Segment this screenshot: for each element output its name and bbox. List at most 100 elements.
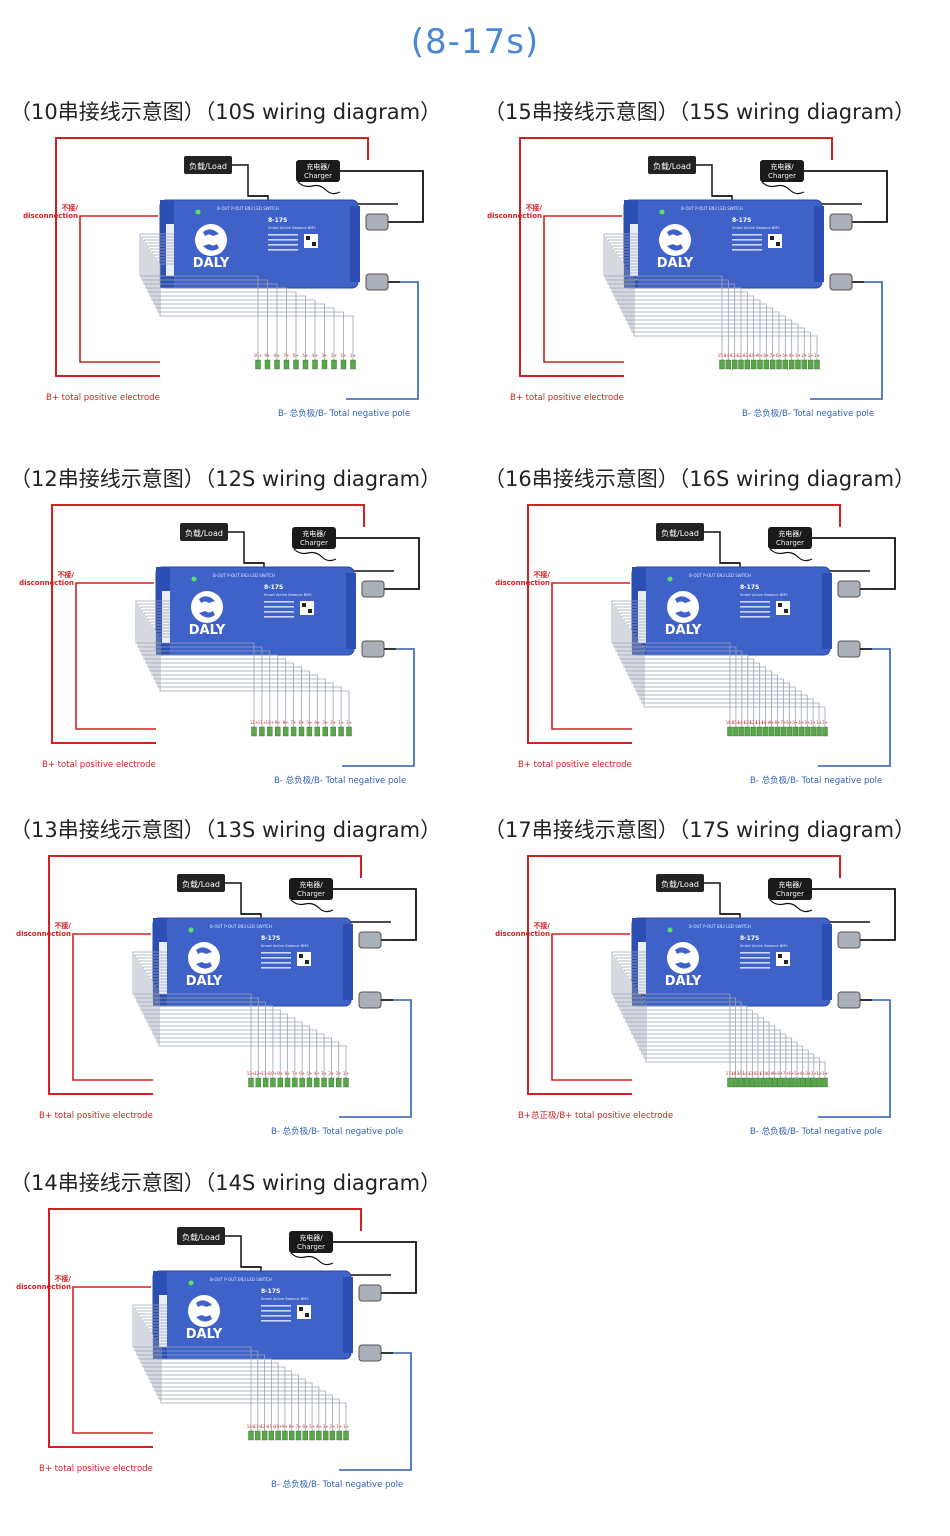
charger-box: 充电器/Charger <box>289 1231 333 1253</box>
cell-connector <box>329 1430 336 1441</box>
balance-wire <box>605 236 729 360</box>
load-box-body <box>648 156 696 174</box>
charger-label-cn: 充电器/ <box>770 162 794 171</box>
qr-code-mark <box>306 236 310 240</box>
b-plus-label: B+总正极/B+ total positive electrode <box>518 1110 673 1121</box>
balance-wire <box>613 603 737 727</box>
cell-connector <box>270 1077 276 1088</box>
qr-code-mark <box>776 242 780 246</box>
charger-body <box>768 527 812 549</box>
bms-body <box>152 917 352 1007</box>
cell-connector <box>822 726 828 737</box>
cell-label: 1+ <box>341 353 347 358</box>
cell-label: 8+ <box>777 1071 783 1076</box>
cell-connector <box>314 726 321 737</box>
bms-spec-line <box>732 249 762 251</box>
load-wire <box>704 882 740 915</box>
cell-connector <box>274 359 280 370</box>
load-box: 负载/Load <box>184 156 232 174</box>
cell-connector <box>255 1077 262 1088</box>
cell-label: 8+ <box>289 1424 295 1429</box>
b-minus-wire <box>346 281 419 400</box>
bms-module: B-OUT P-OUT EN3 LED SWITCHDALY8-17SSmart… <box>155 566 356 656</box>
balance-wire <box>639 993 809 1078</box>
b-plus-outer-wire <box>48 1208 191 1448</box>
cell-label: 3+ <box>804 720 810 725</box>
b-minus-terminal <box>358 1344 382 1362</box>
cell-connector <box>284 1077 291 1088</box>
cell-label: 14+ <box>738 720 746 725</box>
disconnect-wire <box>543 215 624 363</box>
balance-wire <box>159 263 354 360</box>
qr-code-mark <box>308 609 312 613</box>
cell-connector <box>749 1077 756 1088</box>
cell-connector <box>299 1077 305 1088</box>
b-minus-wire <box>818 648 891 767</box>
cell-label: 13+ <box>744 720 752 725</box>
balance-wire <box>146 1325 299 1431</box>
cell-label: 11+ <box>261 1071 269 1076</box>
cell-connector <box>322 1430 329 1441</box>
charger-label-cn: 充电器/ <box>306 162 330 171</box>
cell-connector <box>302 359 309 370</box>
cell-connector <box>816 726 822 737</box>
daly-logo-icon <box>195 224 227 256</box>
cell-label: 14+ <box>724 353 732 358</box>
load-box-body <box>177 1227 225 1245</box>
logo-text: DALY <box>186 974 223 989</box>
bms-spec-line <box>732 239 762 241</box>
cell-connector <box>346 726 352 737</box>
balance-wire <box>134 1307 259 1431</box>
charger-label-en: Charger <box>776 890 804 898</box>
charger-cable-icon <box>290 1252 334 1266</box>
balance-wire <box>142 1319 286 1431</box>
cell-connector <box>804 726 810 737</box>
cell-connector <box>331 359 337 370</box>
p-terminal <box>829 213 853 231</box>
cell-connector <box>267 726 273 737</box>
balance-connector <box>162 591 170 643</box>
cell-connector <box>783 1077 789 1088</box>
cell-label: 8+ <box>763 353 769 358</box>
b-minus-label: B- 总负极/B- Total negative pole <box>742 408 874 419</box>
charger-label-en: Charger <box>304 172 332 180</box>
b-minus-label: B- 总负极/B- Total negative pole <box>750 775 882 786</box>
balance-wires: 17+16+15+14+13+12+11+10+9+8+7+6+5+4+3+2+… <box>611 951 828 1088</box>
cell-connector <box>757 359 763 370</box>
cell-label: 1+ <box>350 353 356 358</box>
bms-module: B-OUT P-OUT EN3 LED SWITCHDALY8-17SSmart… <box>631 566 832 656</box>
cell-label: 1+ <box>343 1424 349 1429</box>
balance-wire <box>139 606 271 727</box>
balance-wire <box>153 627 326 727</box>
logo-text: DALY <box>657 256 694 271</box>
load-wire <box>228 531 264 564</box>
cell-connector <box>760 1077 767 1088</box>
cell-label: 14+ <box>247 1424 255 1429</box>
bms-spec-line <box>268 239 298 241</box>
cell-connector <box>338 726 344 737</box>
disconnect-label-en: disconnection <box>495 930 550 938</box>
balance-wire <box>625 972 770 1078</box>
cell-label: 8+ <box>775 720 781 725</box>
b-minus-terminal <box>361 640 385 658</box>
charger-box: 充电器/Charger <box>292 527 336 549</box>
cell-label: 7+ <box>292 1071 298 1076</box>
cell-label: 4+ <box>789 353 795 358</box>
cell-label: 6+ <box>302 1424 308 1429</box>
cell-connector <box>732 1077 739 1088</box>
balance-wire <box>617 254 767 360</box>
cell-label: 1+ <box>338 720 344 725</box>
bms-port-labels: B-OUT P-OUT EN3 LED SWITCH <box>689 573 751 578</box>
bms-spec-line <box>264 606 294 608</box>
charger-cable-icon <box>769 899 813 913</box>
b-plus-outer-wire <box>55 137 198 377</box>
b-minus-label: B- 总负极/B- Total negative pole <box>750 1126 882 1137</box>
cell-label: 7+ <box>783 1071 789 1076</box>
daly-logo-icon <box>667 591 699 623</box>
